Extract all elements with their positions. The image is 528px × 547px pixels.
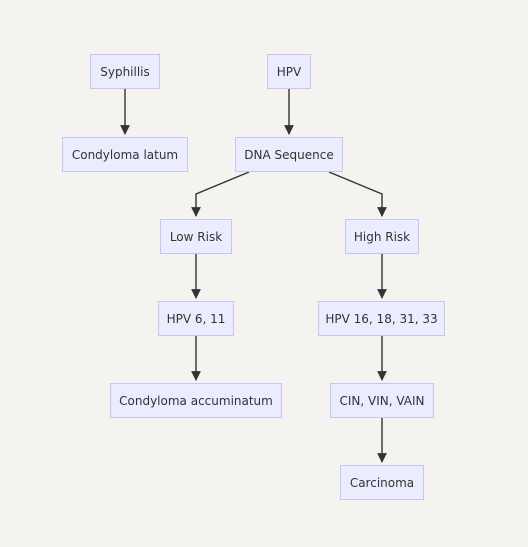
node-high-risk: High Risk <box>345 219 419 254</box>
edge-dna-sequence-to-low-risk <box>191 171 250 217</box>
node-dna-sequence: DNA Sequence <box>235 137 343 172</box>
node-hpv-6-11: HPV 6, 11 <box>158 301 234 336</box>
node-cin-vin-vain: CIN, VIN, VAIN <box>330 383 434 418</box>
node-carcinoma: Carcinoma <box>340 465 424 500</box>
edge-dna-sequence-to-high-risk <box>328 171 387 217</box>
node-hpv: HPV <box>267 54 311 89</box>
node-low-risk: Low Risk <box>160 219 232 254</box>
node-condyloma-accuminatum: Condyloma accuminatum <box>110 383 282 418</box>
node-syphillis: Syphillis <box>90 54 160 89</box>
node-hpv-16-18-31-33: HPV 16, 18, 31, 33 <box>318 301 445 336</box>
node-condyloma-latum: Condyloma latum <box>62 137 188 172</box>
